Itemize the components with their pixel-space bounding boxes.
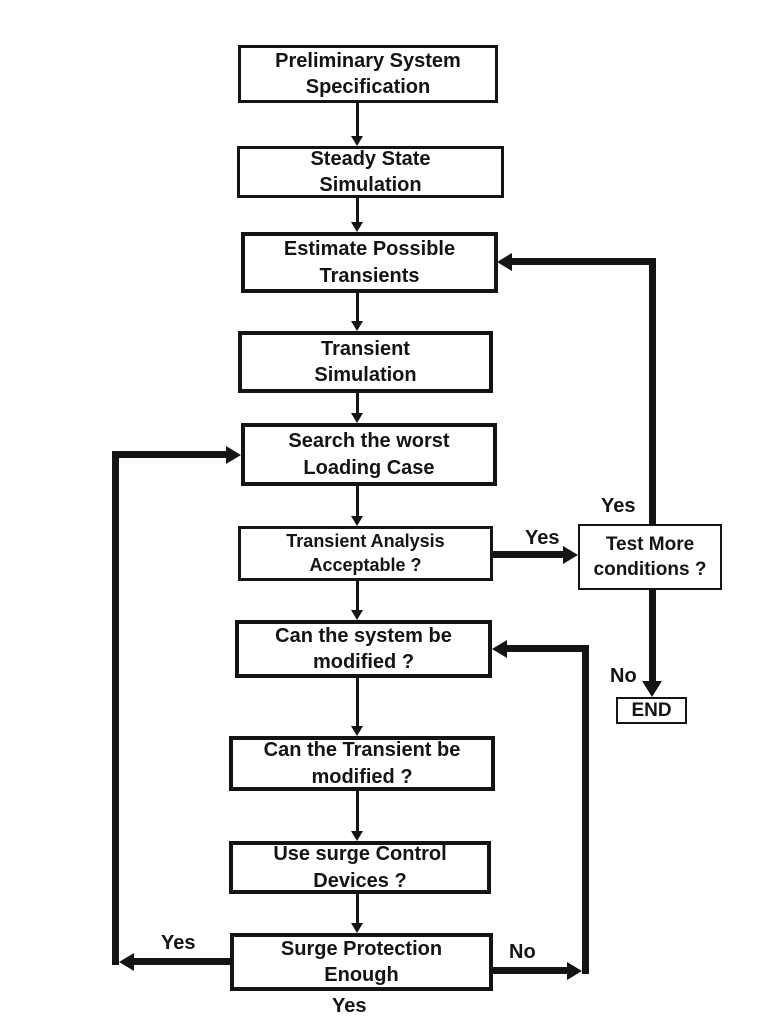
arrowhead-right-icon (226, 446, 241, 464)
edge-test-more-loop-horizontal (512, 258, 656, 265)
edge-surge-no-top-horizontal (506, 645, 589, 652)
connector-b5-b6 (356, 486, 359, 516)
label-yes-test-more-loop: Yes (601, 495, 636, 517)
edge-surge-yes-horizontal (134, 958, 230, 965)
box-surge-protection-enough: Surge Protection Enough (230, 933, 493, 991)
arrowhead-right-icon (567, 962, 582, 980)
arrowhead-down-icon (351, 726, 363, 736)
edge-surge-yes-top-horizontal (112, 451, 227, 458)
box-test-more-conditions: Test More conditions ? (578, 524, 722, 590)
arrowhead-down-icon (351, 136, 363, 146)
box-steady-state-simulation: Steady State Simulation (237, 146, 504, 198)
connector-b3-b4 (356, 293, 359, 321)
edge-surge-no-horizontal (493, 967, 575, 974)
connector-b6-b8 (356, 581, 359, 610)
arrowhead-down-icon (351, 610, 363, 620)
connector-b10-b11 (356, 894, 359, 923)
edge-surge-no-vertical (582, 645, 589, 974)
arrowhead-right-icon (563, 546, 578, 564)
box-search-worst-loading-case: Search the worst Loading Case (241, 423, 497, 486)
connector-b9-b10 (356, 791, 359, 831)
arrowhead-down-icon (351, 413, 363, 423)
connector-b4-b5 (356, 393, 359, 413)
edge-test-more-loop-vertical (649, 258, 656, 524)
connector-b8-b9 (356, 678, 359, 726)
box-transient-simulation: Transient Simulation (238, 331, 493, 393)
arrowhead-down-icon (351, 923, 363, 933)
box-can-system-be-modified: Can the system be modified ? (235, 620, 492, 678)
label-no-surge-right: No (509, 941, 536, 963)
arrowhead-down-icon (351, 831, 363, 841)
connector-b1-b2 (356, 103, 359, 137)
box-transient-analysis-acceptable: Transient Analysis Acceptable ? (238, 526, 493, 581)
arrowhead-left-icon (119, 953, 134, 971)
arrowhead-down-icon (351, 321, 363, 331)
connector-b2-b3 (356, 198, 359, 222)
box-preliminary-system-specification: Preliminary System Specification (238, 45, 498, 103)
box-can-transient-be-modified: Can the Transient be modified ? (229, 736, 495, 791)
arrowhead-down-icon (351, 222, 363, 232)
arrowhead-left-icon (492, 640, 507, 658)
label-yes-surge-bottom: Yes (332, 995, 367, 1017)
arrowhead-down-icon (351, 516, 363, 526)
label-yes-surge-left: Yes (161, 932, 196, 954)
box-end: END (616, 697, 687, 724)
edge-no-to-end (649, 590, 656, 682)
label-no-to-end: No (610, 665, 637, 687)
edge-yes-to-test-more (493, 551, 564, 558)
edge-surge-yes-vertical (112, 451, 119, 965)
box-estimate-possible-transients: Estimate Possible Transients (241, 232, 498, 293)
arrowhead-left-icon (497, 253, 512, 271)
arrowhead-down-icon (642, 681, 662, 697)
label-yes-to-test-more: Yes (525, 527, 560, 549)
box-use-surge-control-devices: Use surge Control Devices ? (229, 841, 491, 894)
